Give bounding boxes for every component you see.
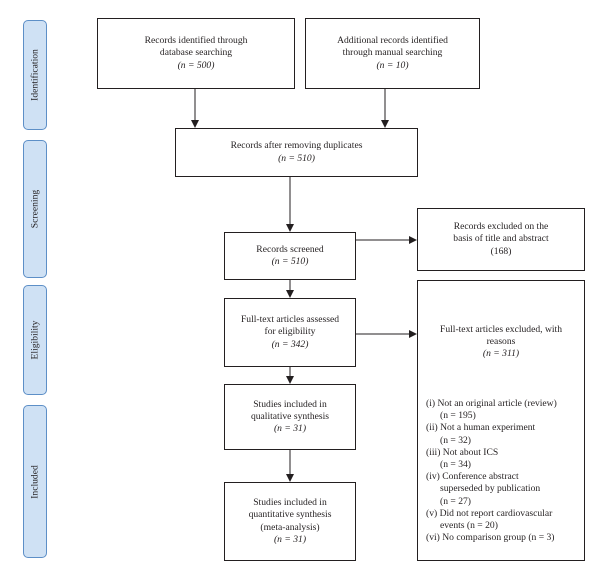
box-database-line1: Records identified through [144, 35, 248, 47]
box-fulltext-line1: Full-text articles assessed [240, 314, 340, 326]
exclusion-reason-iv: (iv) Conference abstract superseded by p… [426, 471, 584, 508]
box-qualitative-count: (n = 31) [273, 423, 307, 435]
exclusion-reason-iv-line1: (iv) Conference abstract [426, 471, 519, 483]
exclusion-reason-iv-line2: superseded by publication [440, 483, 541, 495]
box-duplicates-count: (n = 510) [278, 152, 315, 164]
box-quantitative-line1: Studies included in [253, 497, 327, 509]
exclusion-reason-iii-line2: (n = 34) [440, 459, 471, 471]
box-manual-records: Additional records identified through ma… [305, 18, 480, 89]
box-excluded-title-line2: basis of title and abstract [453, 233, 549, 245]
exclusion-reason-i-line1: (i) Not an original article (review) [426, 398, 557, 409]
box-database-count: (n = 500) [177, 59, 215, 71]
exclusion-reason-iv-line3: (n = 27) [440, 495, 471, 507]
exclusion-reason-v-line2: events (n = 20) [440, 520, 498, 532]
stage-label-included: Included [23, 405, 47, 558]
stage-label-eligibility: Eligibility [23, 285, 47, 395]
box-manual-line2: through manual searching [342, 47, 443, 59]
box-fulltext-excluded-line1: Full-text articles excluded, with [439, 324, 563, 335]
exclusion-reason-ii-line2: (n = 32) [440, 434, 471, 446]
stage-label-screening: Screening [23, 140, 47, 278]
exclusion-reason-i: (i) Not an original article (review) (n … [426, 398, 584, 422]
exclusion-reason-ii-line1: (ii) Not a human experiment [426, 422, 536, 434]
exclusion-reason-ii: (ii) Not a human experiment (n = 32) [426, 422, 584, 446]
box-database-records: Records identified through database sear… [97, 18, 295, 89]
box-fulltext-line2: for eligibility [264, 326, 316, 338]
box-fulltext-excluded-count: (n = 311) [482, 348, 520, 360]
box-screened-line1: Records screened [256, 243, 324, 255]
box-quantitative-synthesis: Studies included in quantitative synthes… [224, 482, 356, 561]
box-qualitative-line2: qualitative synthesis [250, 410, 330, 422]
box-quantitative-line3: (meta-analysis) [260, 521, 320, 533]
box-fulltext-excluded: Full-text articles excluded, with reason… [417, 280, 585, 561]
box-quantitative-count: (n = 31) [273, 533, 307, 545]
box-excluded-title-count: (168) [490, 245, 512, 257]
box-records-screened: Records screened (n = 510) [224, 232, 356, 280]
box-screened-count: (n = 510) [271, 256, 309, 267]
exclusion-reasons-list: (i) Not an original article (review) (n … [426, 398, 584, 544]
exclusion-reason-vi-line1: (vi) No comparison group (n = 3) [426, 532, 555, 544]
box-manual-line1: Additional records identified [337, 35, 448, 47]
exclusion-reason-v: (v) Did not report cardiovascular events… [426, 508, 584, 532]
stage-label-identification: Identification [23, 20, 47, 130]
box-after-duplicates: Records after removing duplicates (n = 5… [175, 128, 418, 177]
box-duplicates-line1: Records after removing duplicates [230, 140, 363, 152]
box-quantitative-line2: quantitative synthesis [248, 509, 332, 521]
exclusion-reason-vi: (vi) No comparison group (n = 3) [426, 532, 584, 544]
box-fulltext-assessed: Full-text articles assessed for eligibil… [224, 298, 356, 367]
exclusion-reason-iii-line1: (iii) Not about ICS [426, 446, 499, 458]
box-fulltext-count: (n = 342) [271, 338, 309, 350]
exclusion-reason-i-line2: (n = 195) [440, 410, 476, 422]
box-qualitative-synthesis: Studies included in qualitative synthesi… [224, 384, 356, 450]
exclusion-reason-v-line1: (v) Did not report cardiovascular [426, 507, 553, 519]
box-qualitative-line1: Studies included in [253, 398, 327, 410]
box-database-line2: database searching [159, 47, 233, 59]
box-excluded-title-line1: Records excluded on the [453, 221, 549, 233]
exclusion-reason-iii: (iii) Not about ICS (n = 34) [426, 447, 584, 471]
box-fulltext-excluded-line2: reasons [486, 336, 516, 348]
box-excluded-title-abstract: Records excluded on the basis of title a… [417, 208, 585, 271]
box-manual-count: (n = 10) [376, 59, 409, 71]
